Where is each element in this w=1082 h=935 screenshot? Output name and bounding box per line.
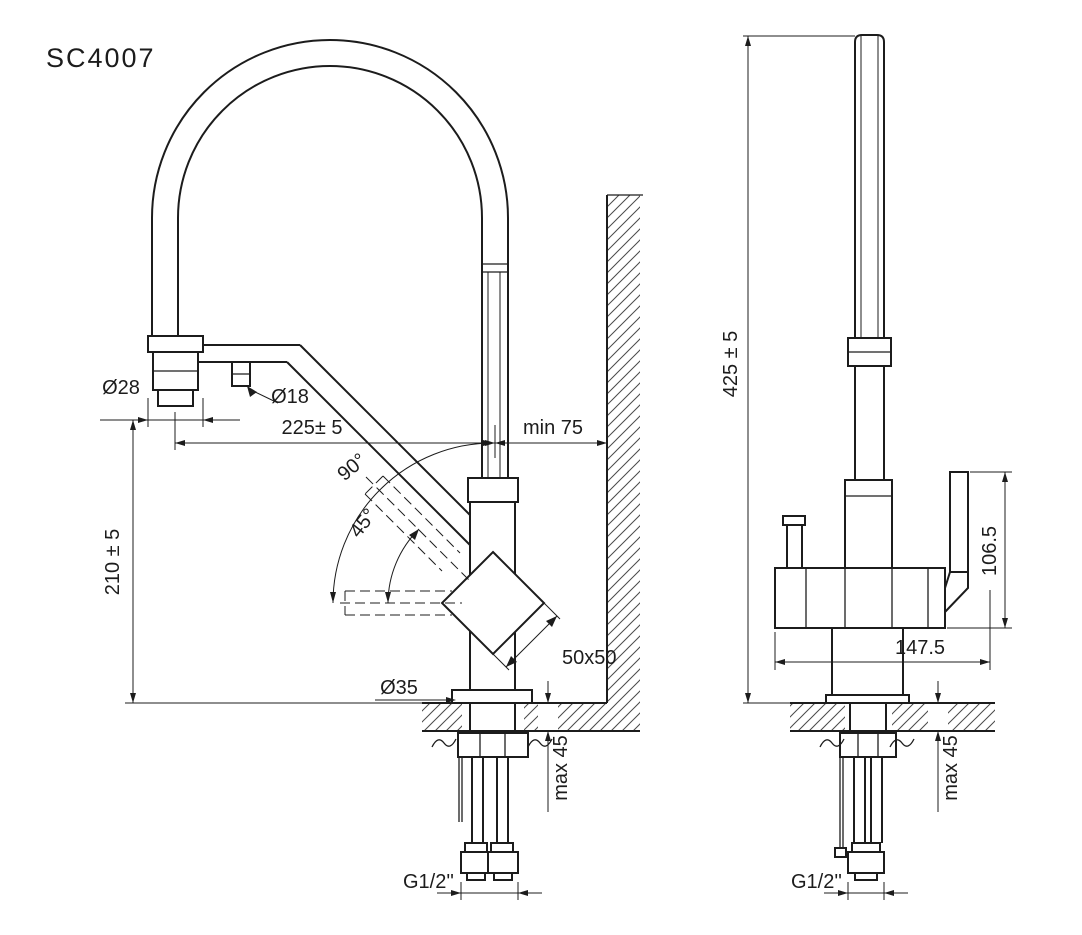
base-flange-front xyxy=(825,694,910,704)
faucet-body-side xyxy=(440,477,546,704)
supply-hoses-front xyxy=(819,703,915,881)
dim-handle-angle: 45° xyxy=(345,505,381,542)
spout-arm xyxy=(198,344,471,546)
dim-deck-thickness-front: max 45 xyxy=(940,735,962,801)
hose-connector-front xyxy=(847,851,885,874)
dim-nozzle-diameter: Ø18 xyxy=(271,386,309,408)
hose-connector xyxy=(460,851,492,874)
dim-spout-diameter: Ø28 xyxy=(102,377,140,399)
dim-spout-height: 210 ± 5 xyxy=(102,529,124,596)
dimensions-front xyxy=(743,35,1012,900)
base-flange xyxy=(451,689,533,704)
dim-min-wall-distance: min 75 xyxy=(523,417,583,439)
dim-total-height: 425 ± 5 xyxy=(720,331,742,398)
left-handle xyxy=(786,524,803,569)
dim-spout-reach: 225± 5 xyxy=(281,417,342,439)
dim-body-width: 147.5 xyxy=(895,637,945,659)
mounting-nut-front xyxy=(839,732,897,758)
gooseneck-spout xyxy=(151,39,509,478)
right-handle xyxy=(949,471,969,573)
wall-section xyxy=(606,194,643,731)
dim-thread-front: G1/2'' xyxy=(791,871,842,893)
spout-head xyxy=(147,335,204,407)
mounting-nut xyxy=(457,732,529,758)
handle-positions xyxy=(340,475,471,616)
model-number: SC4007 xyxy=(46,43,156,73)
spout-column-front xyxy=(847,34,892,480)
faucet-body-front xyxy=(774,471,969,704)
dim-deck-thickness-side: max 45 xyxy=(550,735,572,801)
body-diamond-50x50 xyxy=(440,550,546,656)
dimensions-side xyxy=(100,386,607,900)
supply-hoses-side xyxy=(431,703,553,881)
dim-handle-height: 106.5 xyxy=(979,526,1001,576)
dim-swivel-angle: 90° xyxy=(333,449,370,485)
countertop-front xyxy=(790,702,995,732)
dim-hole-diameter: Ø35 xyxy=(380,677,418,699)
hose-connector xyxy=(487,851,519,874)
left-handle-cap xyxy=(782,515,806,526)
dim-body-section: 50x50 xyxy=(562,647,617,669)
dim-thread-side: G1/2'' xyxy=(403,871,454,893)
